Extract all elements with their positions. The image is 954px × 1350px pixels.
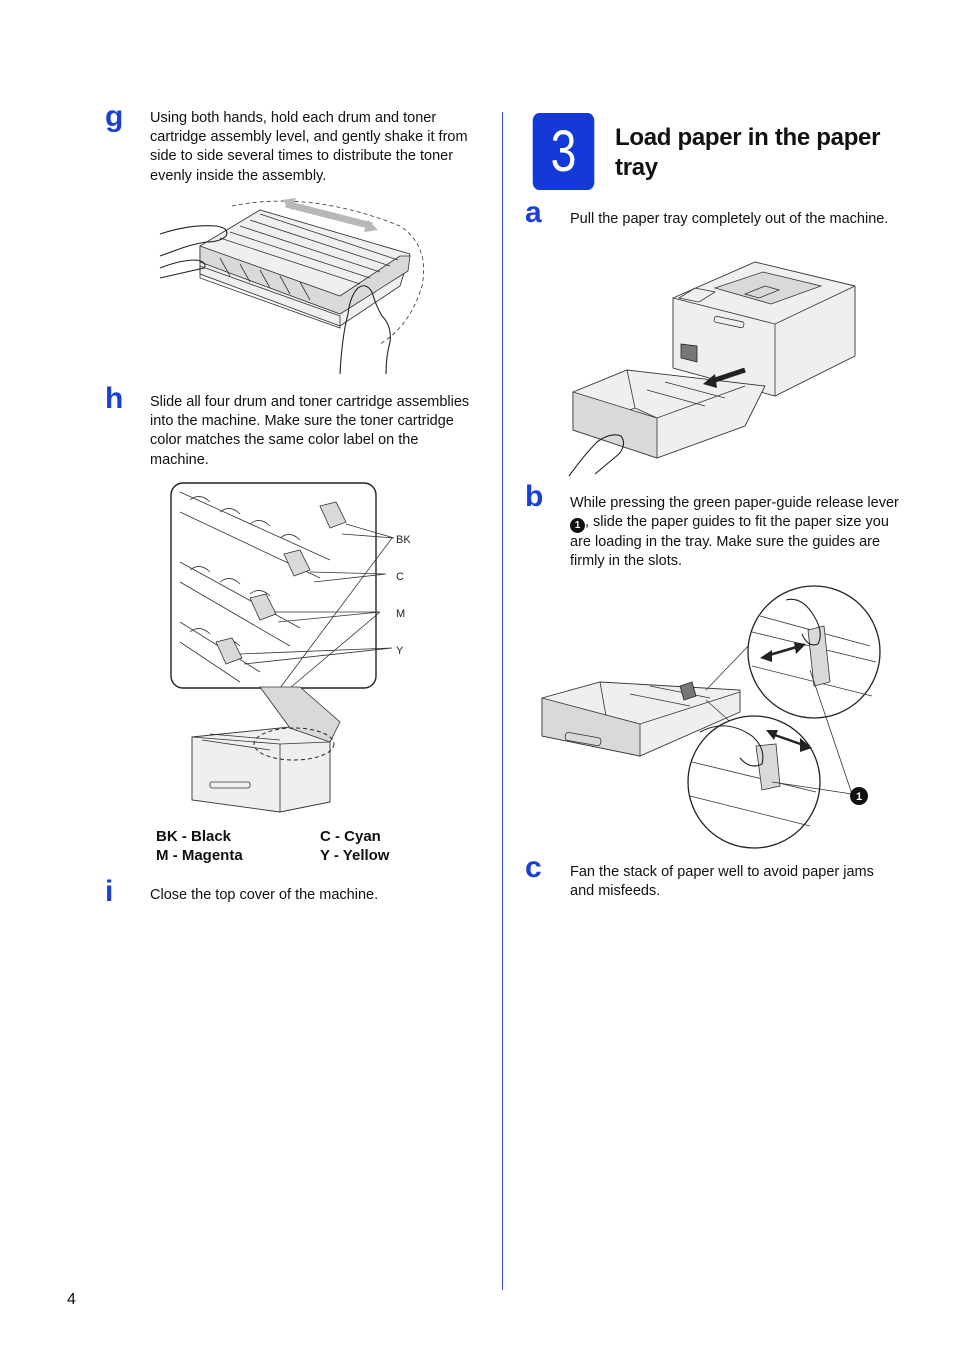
- column-divider: [502, 112, 503, 1290]
- label-m: M: [396, 608, 405, 620]
- legend-bk: BK - Black: [156, 828, 232, 845]
- label-c: C: [396, 571, 404, 583]
- step-b-letter: b: [525, 480, 544, 513]
- legend-y: Y - Yellow: [320, 847, 390, 864]
- step-i-text: Close the top cover of the machine.: [150, 887, 379, 903]
- step-c-text: Fan the stack of paper well to avoid pap…: [570, 864, 874, 900]
- step-g-text: Using both hands, hold each drum and ton…: [150, 110, 468, 184]
- step-b-text: While pressing the green paper-guide rel…: [570, 494, 902, 572]
- step-a-letter: a: [525, 196, 542, 229]
- step-c-letter: c: [525, 851, 542, 884]
- callout-1-inline: 1: [570, 518, 585, 534]
- step-b-text-end: , slide the paper guides to fit the pape…: [570, 514, 889, 570]
- section-title: Load paper in the paper tray: [615, 124, 881, 181]
- step-h-text: Slide all four drum and toner cartridge …: [150, 394, 470, 468]
- paper-guide-illustration: 1: [541, 585, 881, 849]
- step-g-letter: g: [105, 100, 124, 133]
- step-i-letter: i: [105, 875, 114, 908]
- step-a-text: Pull the paper tray completely out of th…: [570, 211, 889, 227]
- drum-shake-illustration: [159, 198, 425, 375]
- legend-m: M - Magenta: [156, 847, 243, 864]
- legend-c: C - Cyan: [320, 828, 381, 845]
- step-h-letter: h: [105, 382, 124, 415]
- label-bk: BK: [396, 534, 411, 546]
- step-b-text-start: While pressing the green paper-guide rel…: [570, 495, 899, 511]
- section-number-badge: 3: [532, 113, 595, 190]
- tray-pull-illustration: [568, 261, 856, 477]
- callout-1-figure: 1: [856, 791, 862, 803]
- page-number: 4: [67, 1291, 76, 1308]
- label-y: Y: [396, 645, 404, 657]
- drum-install-illustration: BK C M Y: [170, 482, 411, 813]
